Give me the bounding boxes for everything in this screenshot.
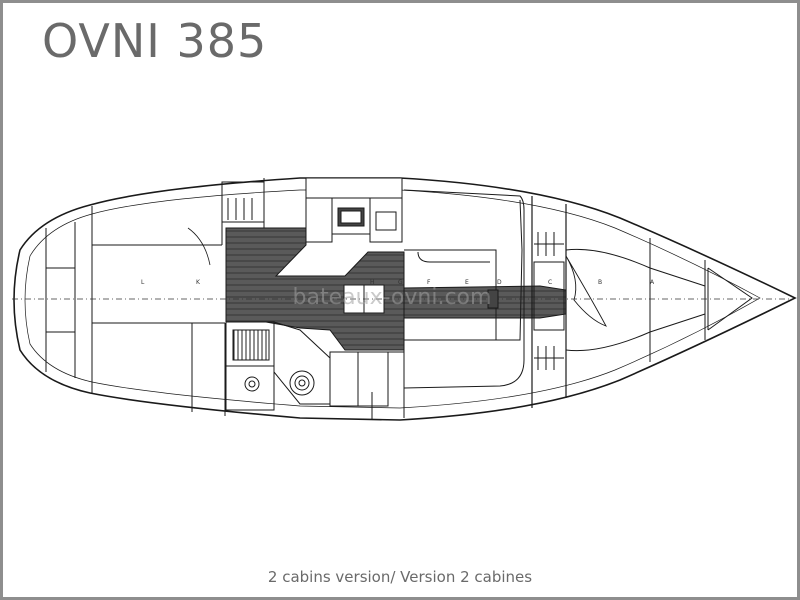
station-label-b: B — [598, 279, 602, 286]
mast-step — [487, 289, 499, 309]
galley — [305, 177, 403, 243]
station-label-h: H — [370, 279, 375, 286]
watermark: bateaux-ovni.com — [293, 285, 492, 310]
plan-caption: 2 cabins version/ Version 2 cabines — [267, 568, 533, 586]
station-label-d: D — [497, 279, 502, 286]
heads-compartment — [225, 321, 331, 411]
forward-cabin — [565, 238, 706, 362]
station-label-k: K — [196, 279, 201, 286]
main-bulkhead — [531, 196, 567, 408]
anchor-locker — [707, 267, 753, 331]
station-label-f: F — [427, 279, 431, 286]
chart-table — [329, 340, 405, 420]
station-label-l: L — [141, 279, 145, 286]
station-label-e: E — [465, 279, 469, 286]
stern-structure — [45, 206, 93, 394]
station-label-g: G — [398, 279, 403, 286]
station-label-c: C — [548, 279, 552, 286]
forward-lockers — [533, 232, 565, 370]
station-label-a: A — [650, 279, 655, 286]
boat-model-title: OVNI 385 — [42, 14, 268, 68]
